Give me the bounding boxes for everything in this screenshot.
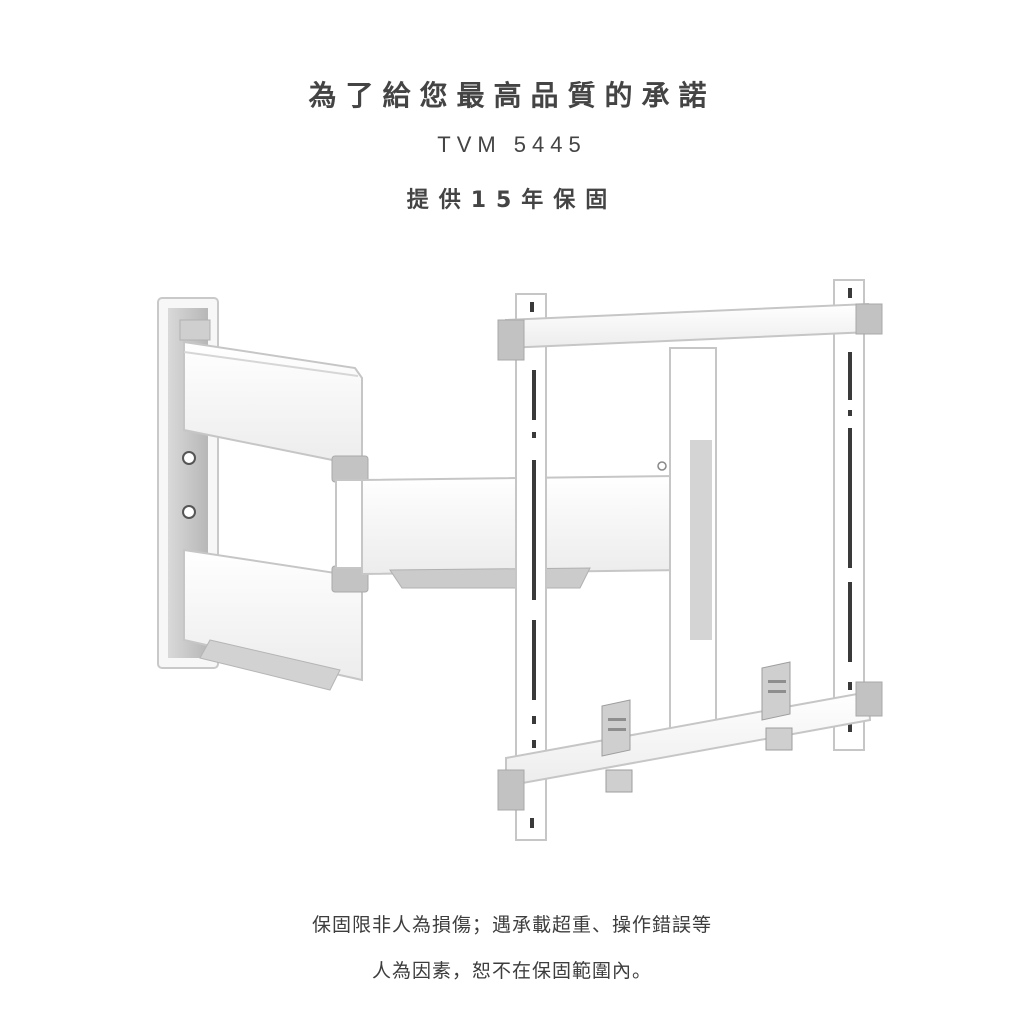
tagline: 為了給您最高品質的承諾	[308, 79, 716, 112]
warranty-text: 提供15年保固	[406, 188, 618, 213]
warranty-note-line2: 人為因素，恕不在保固範圍內。	[371, 960, 652, 982]
right-rail	[833, 279, 865, 751]
bottom-clamps	[601, 661, 793, 793]
left-rail	[515, 293, 547, 841]
upper-arm	[183, 340, 363, 468]
warranty-note-line1: 保固限非人為損傷；遇承載超重、操作錯誤等	[311, 914, 712, 936]
center-spine	[657, 347, 717, 741]
lower-arm	[183, 548, 363, 691]
model-name: TVM 5445	[437, 132, 587, 157]
tv-wall-mount-icon	[157, 279, 883, 841]
top-crossbar	[497, 302, 883, 361]
